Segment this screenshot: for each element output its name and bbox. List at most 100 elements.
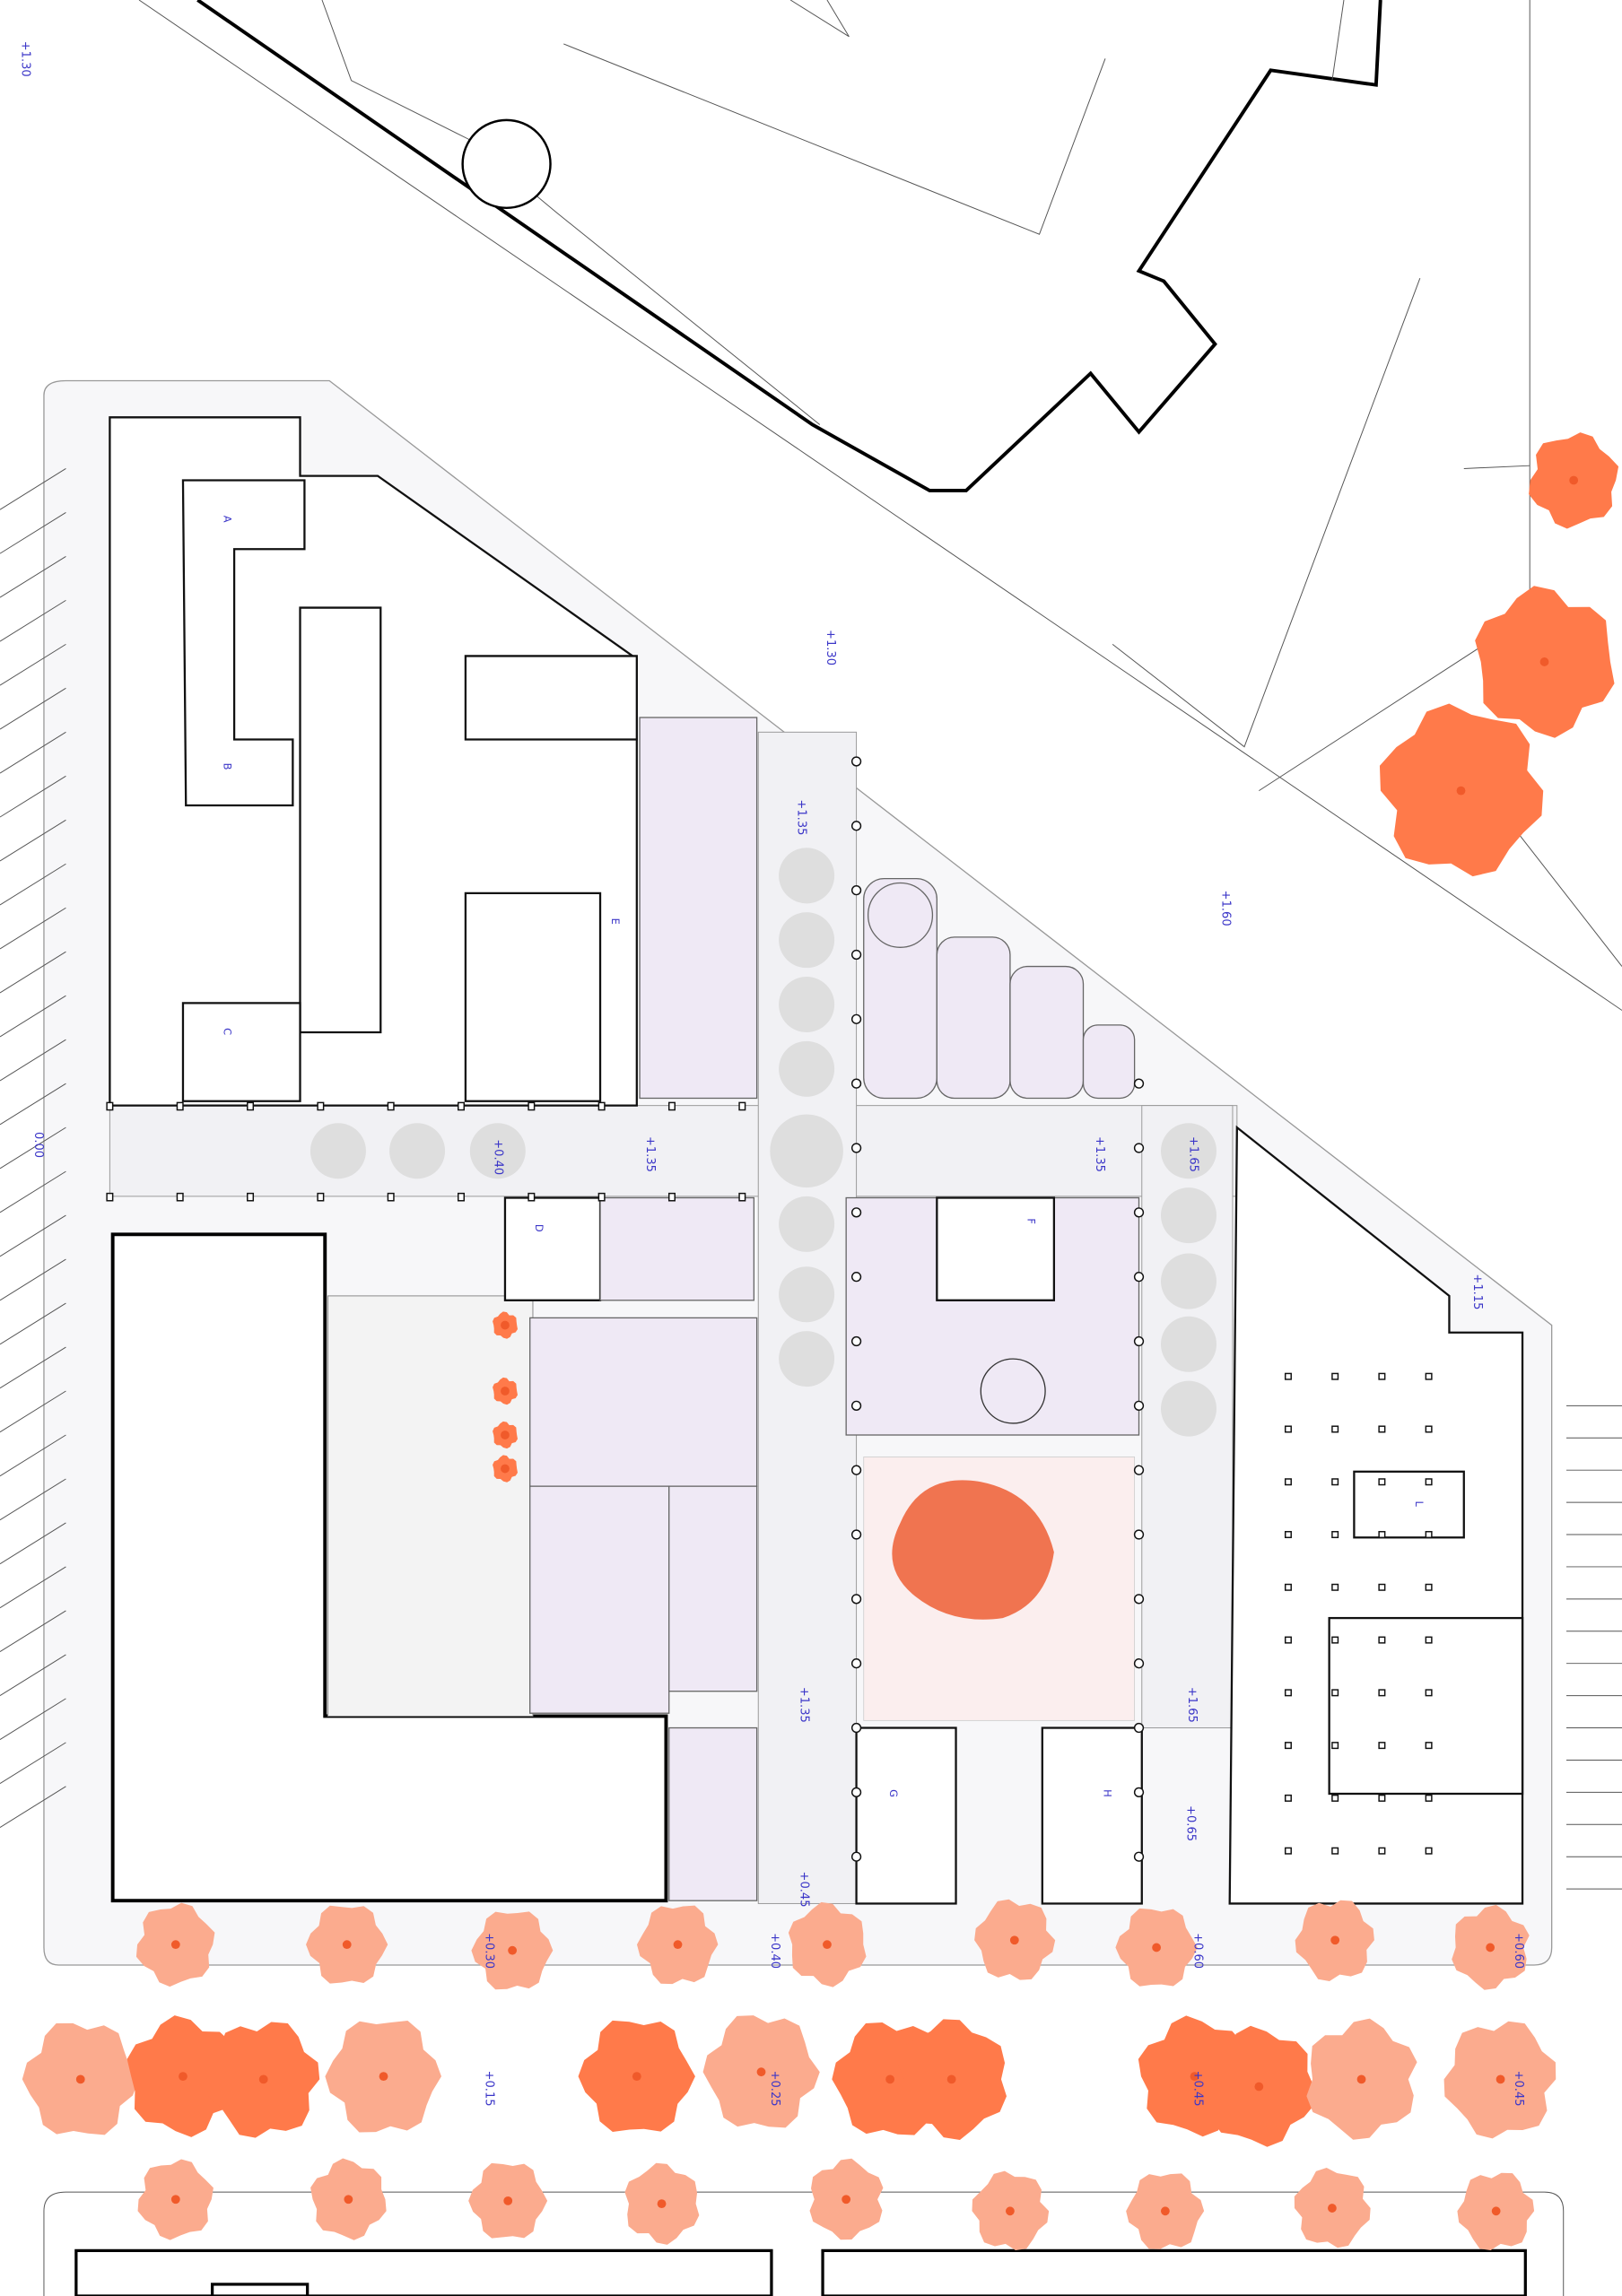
column	[1133, 1335, 1145, 1347]
column	[528, 1101, 536, 1111]
cafe-cluster	[863, 877, 1136, 1100]
parking-line	[0, 687, 66, 730]
elevation-labels: +1.30 +1.30 +1.35 +1.60 0.00 +0.40 +1.35…	[18, 41, 1524, 2107]
column	[317, 1101, 325, 1111]
column	[850, 1787, 862, 1798]
parking-line	[0, 951, 66, 994]
parking-line	[0, 995, 66, 1038]
level-label: +0.40	[768, 1933, 781, 1969]
level-label: +1.35	[794, 799, 807, 835]
level-label: +1.35	[643, 1136, 657, 1172]
core-label: L	[1413, 1500, 1426, 1507]
level-label: +1.30	[824, 630, 837, 665]
plaza-circle	[779, 912, 835, 969]
tree-trunk-icon	[1254, 2082, 1264, 2092]
tree-trunk-icon	[503, 2196, 513, 2205]
column	[528, 1192, 536, 1202]
core-label: F	[1025, 1218, 1038, 1224]
plaza-circle	[1160, 1123, 1216, 1179]
column	[1133, 1658, 1145, 1669]
parking-line	[0, 1214, 66, 1257]
column	[1425, 1742, 1433, 1750]
parking-line	[0, 1039, 66, 1082]
core-label: A	[222, 516, 234, 523]
column	[1378, 1478, 1386, 1486]
parking-line	[0, 643, 66, 686]
parking-line	[0, 1434, 66, 1477]
plaza-circle	[1160, 1187, 1216, 1244]
column	[850, 1078, 862, 1089]
column	[1378, 1372, 1386, 1380]
tree-trunk-icon	[501, 1464, 510, 1474]
parking-line	[0, 1258, 66, 1301]
column	[850, 1529, 862, 1540]
west-parking-lines	[0, 468, 1622, 1890]
column	[850, 1658, 862, 1669]
column	[1331, 1847, 1339, 1855]
column	[176, 1192, 184, 1202]
column	[1378, 1689, 1386, 1697]
plaza-circle	[779, 1266, 835, 1323]
column	[850, 949, 862, 961]
column	[850, 1400, 862, 1411]
column	[850, 1465, 862, 1475]
plaza-circle	[1160, 1380, 1216, 1437]
parking-line	[0, 1126, 66, 1170]
level-label: +1.30	[18, 41, 31, 77]
parking-line	[0, 1610, 66, 1653]
column	[850, 1335, 862, 1347]
tree-trunk-icon	[501, 1431, 510, 1439]
parking-line	[0, 1302, 66, 1345]
column	[1284, 1478, 1292, 1486]
tree-trunk-icon	[1539, 657, 1549, 666]
level-label: +0.15	[483, 2071, 496, 2107]
tree-trunk-icon	[632, 2072, 641, 2081]
column	[1425, 1689, 1433, 1697]
tree-trunk-icon	[1328, 2204, 1337, 2213]
level-label: +0.40	[492, 1139, 505, 1175]
plaza-circle	[1160, 1316, 1216, 1372]
column	[738, 1192, 746, 1202]
column	[1331, 1583, 1339, 1591]
parking-line	[0, 731, 66, 774]
tree-trunk-icon	[75, 2074, 85, 2084]
column	[1284, 1847, 1292, 1855]
column	[1133, 1722, 1145, 1734]
plaza-circle	[310, 1123, 366, 1179]
column	[106, 1101, 114, 1111]
tree-trunk-icon	[179, 2072, 187, 2081]
south-cores	[855, 1726, 1143, 1905]
column	[667, 1192, 676, 1202]
tree-trunk-icon	[344, 2195, 353, 2205]
column	[1331, 1478, 1339, 1486]
parking-line	[0, 512, 66, 554]
column	[387, 1192, 395, 1202]
parking-line	[0, 1566, 66, 1609]
parking-line	[0, 1522, 66, 1565]
column	[850, 1143, 862, 1153]
column	[1284, 1425, 1292, 1433]
column	[1331, 1531, 1339, 1539]
plaza-circle	[389, 1123, 446, 1179]
column	[1284, 1531, 1292, 1539]
parking-line	[0, 819, 66, 862]
column	[1425, 1794, 1433, 1802]
level-label: +0.60	[1191, 1933, 1205, 1969]
column	[1284, 1636, 1292, 1644]
parking-line	[0, 907, 66, 950]
parking-line	[0, 1170, 66, 1213]
column	[1378, 1847, 1386, 1855]
tree-trunk-icon	[842, 2195, 851, 2205]
column	[1425, 1478, 1433, 1486]
column	[1425, 1636, 1433, 1644]
column	[1378, 1636, 1386, 1644]
core-label: B	[222, 763, 234, 770]
level-label: +0.45	[798, 1872, 811, 1908]
column	[176, 1101, 184, 1111]
column	[850, 821, 862, 831]
structural-columns	[106, 756, 1433, 1862]
central-hall	[845, 1196, 1140, 1721]
column	[1378, 1742, 1386, 1750]
existing-building-outline	[196, 0, 1382, 492]
tree-trunk-icon	[1330, 1935, 1340, 1945]
